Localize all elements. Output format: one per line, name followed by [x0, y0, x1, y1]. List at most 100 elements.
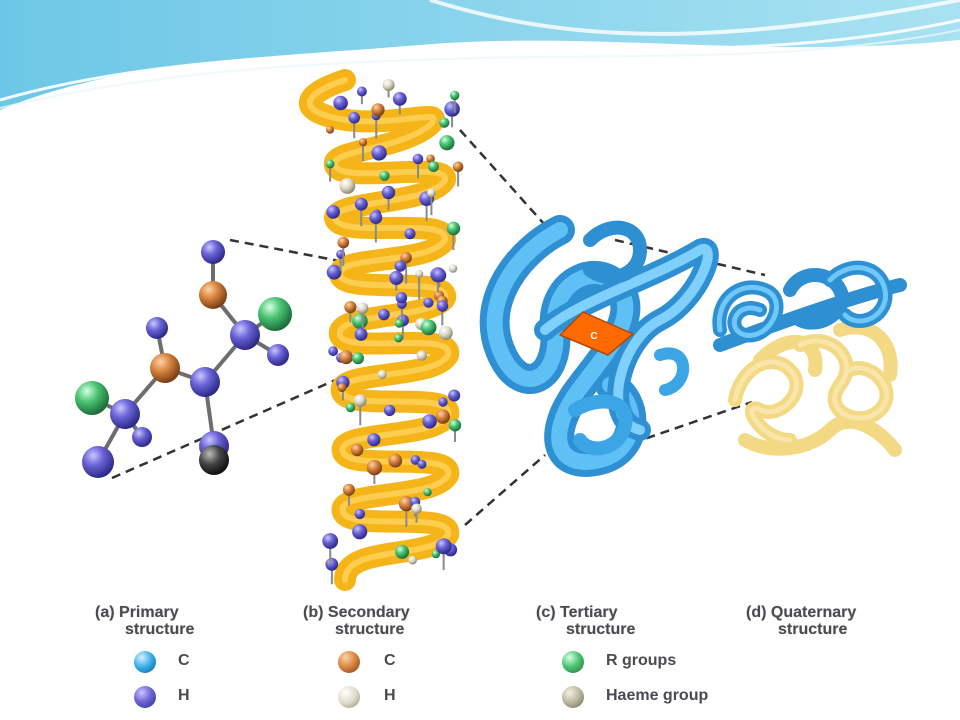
helix-atom [394, 319, 404, 328]
helix-atom [438, 326, 453, 340]
helix-atom [352, 352, 364, 365]
secondary-structure-helix [299, 69, 464, 591]
helix-atom [395, 544, 410, 559]
helix-atom [326, 264, 342, 280]
helix-atom [322, 533, 339, 549]
helix-atom [400, 251, 412, 264]
helix-atom [326, 205, 341, 219]
helix-atom [354, 508, 365, 520]
helix-atom [448, 389, 461, 402]
helix-atom [353, 394, 367, 407]
helix-atom [342, 483, 355, 496]
helix-atom [438, 397, 448, 407]
helix-atom [357, 302, 369, 314]
helix-atom [423, 297, 434, 308]
helix-atom [439, 117, 450, 128]
legend-swatch-haeme-group [562, 686, 584, 708]
caption-quaternary: (d) Quaternary structure [746, 604, 857, 638]
legend-swatch-r-groups [562, 651, 584, 673]
helix-atom [383, 404, 396, 417]
legend-label-primary-c: C [178, 652, 190, 669]
helix-atom [378, 308, 390, 321]
helix-atom [432, 268, 447, 283]
helix-atom [452, 161, 464, 173]
helix-atom [337, 383, 347, 392]
helix-atom [339, 350, 354, 365]
helix-atom [328, 346, 338, 357]
helix-atom [422, 414, 437, 429]
helix-atom [435, 538, 452, 555]
caption-tertiary: (c) Tertiary structure [536, 604, 636, 638]
helix-atom [369, 211, 383, 224]
helix-atom [392, 92, 407, 106]
haem-label: C [590, 331, 597, 342]
primary-structure-molecule [75, 240, 292, 478]
helix-atom [348, 112, 361, 124]
helix-atom [394, 333, 403, 343]
helix-atom [354, 197, 368, 211]
helix-atom [416, 350, 427, 361]
helix-atom [382, 79, 395, 91]
helix-atom [412, 153, 424, 165]
tertiary-structure: C [479, 215, 719, 477]
helix-atom [367, 433, 381, 447]
helix-atom [435, 409, 450, 424]
helix-atom [337, 236, 350, 249]
helix-atom [366, 459, 383, 476]
helix-atom [446, 221, 461, 236]
helix-atom [388, 453, 403, 468]
helix-atom [381, 185, 396, 200]
helix-atom [427, 188, 436, 198]
helix-atom [439, 135, 455, 151]
helix-atom [428, 161, 439, 173]
helix-atom [448, 264, 458, 273]
helix-atom [352, 524, 368, 540]
helix-atom [398, 496, 414, 512]
helix-atom [415, 269, 424, 278]
legend-label-haeme-group: Haeme group [606, 687, 709, 704]
legend-label-secondary-h: H [384, 687, 396, 704]
helix-atom [436, 300, 449, 312]
helix-atom [394, 260, 406, 272]
legend-swatch-primary-h [134, 686, 156, 708]
helix-atom [389, 271, 404, 285]
caption-secondary: (b) Secondary structure [303, 604, 410, 638]
helix-atom [411, 503, 422, 515]
helix-atom [371, 103, 385, 117]
legend-swatch-primary-c [134, 651, 156, 673]
helix-atom [404, 228, 416, 240]
helix-atom [356, 86, 367, 97]
caption-primary: (a) Primary structure [95, 604, 195, 638]
helix-atom [352, 313, 368, 330]
helix-atom [426, 154, 435, 163]
legend-label-primary-h: H [178, 687, 190, 704]
helix-atom [358, 138, 368, 147]
helix-atom [431, 549, 441, 559]
helix-atom [408, 555, 417, 565]
legend-swatch-secondary-h [338, 686, 360, 708]
helix-atom [325, 557, 339, 571]
helix-atom [450, 90, 460, 101]
helix-atom [344, 301, 357, 314]
helix-atom [333, 95, 348, 111]
helix-atom [423, 488, 432, 497]
helix-atom [379, 170, 390, 181]
helix-atom [444, 101, 460, 117]
helix-atom [448, 419, 462, 432]
helix-atom [354, 327, 368, 341]
helix-atom [345, 402, 356, 413]
legend-swatch-secondary-c [338, 651, 360, 673]
helix-atom [326, 125, 334, 134]
quaternary-structure [712, 260, 907, 457]
legend-label-secondary-c: C [384, 652, 396, 669]
header-banner [0, 0, 960, 110]
helix-atom [377, 369, 387, 379]
helix-atom [417, 459, 427, 469]
helix-atom [420, 319, 437, 336]
legend-label-r-groups: R groups [606, 652, 677, 669]
helix-atom [325, 159, 335, 169]
helix-atom [339, 178, 356, 194]
helix-atom [350, 443, 364, 457]
helix-atom [371, 145, 387, 161]
